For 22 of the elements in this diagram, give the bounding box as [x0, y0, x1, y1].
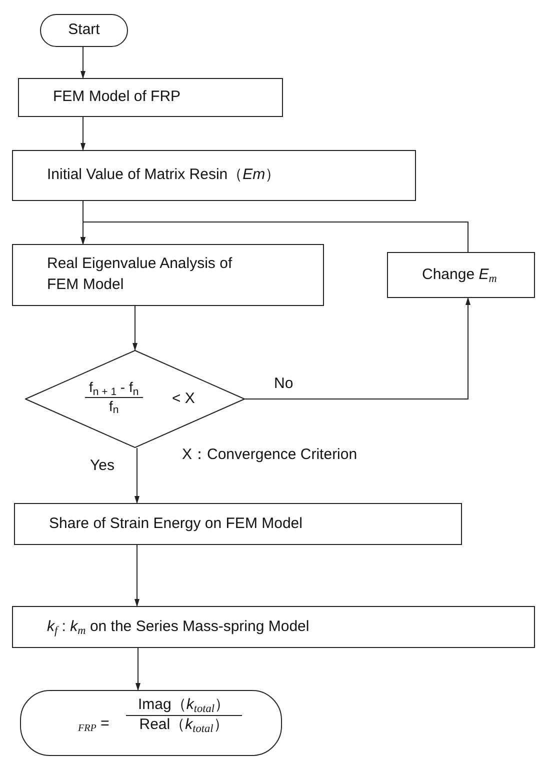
arrow [80, 116, 86, 151]
arrow [134, 544, 140, 607]
numerator: f$_{n + 1}$ - f$_{n}$ [85, 379, 143, 398]
denominator: f$_{n}$ [109, 398, 119, 415]
node-text: Start [68, 20, 100, 40]
arrow [80, 46, 86, 79]
arrow [132, 306, 138, 351]
note-text: X：Convergence Criterion [182, 445, 358, 465]
arrow [80, 222, 468, 252]
node-text: Initial Value of Matrix Resin（Em） [47, 165, 280, 186]
arrow [244, 297, 470, 400]
arrow [136, 648, 140, 691]
condition-text: < X [172, 389, 195, 409]
node-text: k$_{f}$ : k$_{m}$ on the Series Mass-spring Model [47, 616, 310, 638]
denominator: Real（k$_{total}$） [138, 716, 230, 734]
node-text: FEM Model of FRP [53, 87, 181, 108]
node-text: Real Eigenvalue Analysis of FEM Model [47, 254, 234, 295]
node-text: Change E$_{m}$ [422, 264, 497, 286]
arrow [134, 448, 140, 504]
numerator: Imag（k$_{total}$） [126, 696, 242, 716]
node-text: Share of Strain Energy on FEM Model [49, 514, 302, 534]
formula-lhs: $_{FRP}$ = [78, 714, 110, 736]
